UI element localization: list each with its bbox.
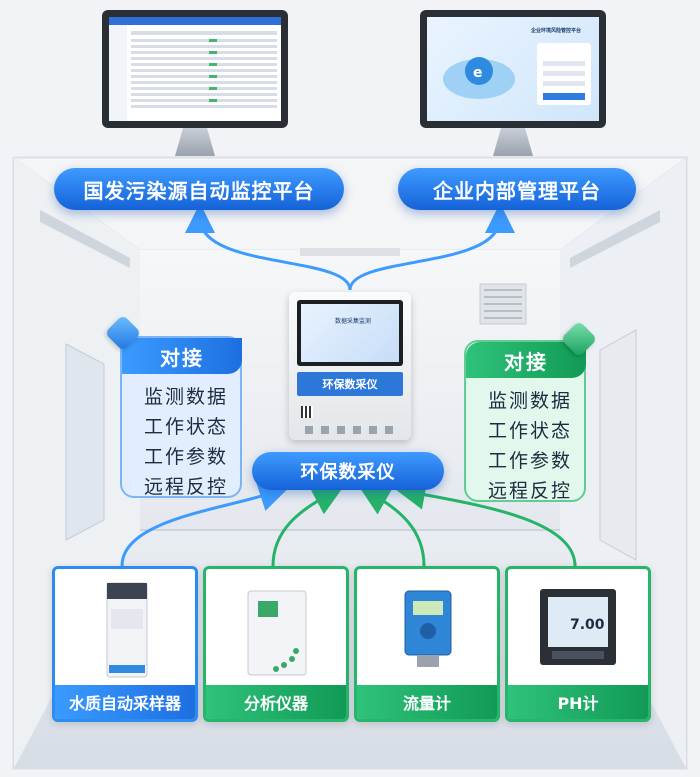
device-screen-heading: 数据采集监测 [335, 318, 372, 325]
arrow-from-analyzer [271, 486, 344, 567]
national-platform-label: 国发污染源自动监控平台 [54, 168, 344, 210]
table-screenshot [109, 17, 281, 121]
instrument-card-analyzer: 分析仪器 [203, 566, 349, 722]
left-item-work-status: 工作状态 [144, 416, 229, 438]
analyzer-icon [247, 590, 307, 676]
flowmeter-icon [404, 590, 452, 667]
instrument-card-ph: 7.00 PH计 [505, 566, 651, 722]
left-item-monitor-data: 监测数据 [144, 386, 229, 408]
instrument-label-sampler: 水质自动采样器 [55, 685, 195, 719]
device-label: 环保数采仪 [297, 372, 403, 396]
hub-label: 环保数采仪 [252, 452, 444, 490]
left-item-work-params: 工作参数 [144, 446, 229, 468]
left-panel-header: 对接 [122, 338, 242, 374]
monitor-national-stand [175, 128, 215, 156]
arrow-from-flowmeter [358, 486, 426, 567]
data-acquisition-device: 数据采集监测 环保数采仪 [289, 292, 411, 440]
svg-text:e: e [473, 65, 483, 81]
monitor-national-screen [109, 17, 281, 121]
monitor-national [102, 10, 288, 128]
instrument-card-sampler: 水质自动采样器 [52, 566, 198, 722]
instrument-label-flowmeter: 流量计 [357, 685, 497, 719]
monitor-enterprise-title: 企业环境风险管控平台 [531, 28, 582, 34]
instrument-label-ph: PH计 [508, 685, 648, 719]
ph-meter-icon [540, 589, 616, 665]
arrow-to-national [185, 203, 352, 291]
right-item-monitor-data: 监测数据 [488, 390, 573, 412]
left-item-remote-control: 远程反控 [144, 476, 229, 498]
monitor-enterprise-screen: e 企业环境风险管控平台 [427, 17, 599, 121]
right-item-work-params: 工作参数 [488, 450, 573, 472]
monitor-enterprise: e 企业环境风险管控平台 [420, 10, 606, 128]
arrow-from-ph [395, 479, 577, 567]
right-item-work-status: 工作状态 [488, 420, 573, 442]
arrow-to-enterprise [348, 203, 515, 291]
login-screenshot: e [443, 43, 591, 105]
right-panel-header: 对接 [466, 342, 586, 378]
enterprise-platform-label: 企业内部管理平台 [398, 168, 636, 210]
arrow-from-sampler [120, 482, 290, 567]
left-interface-panel: 对接 监测数据 工作状态 工作参数 远程反控 [120, 336, 242, 498]
qr-code-icon [301, 406, 313, 418]
ph-reading: 7.00 [570, 617, 605, 633]
device-screen: 数据采集监测 [297, 300, 403, 366]
instrument-card-flowmeter: 流量计 [354, 566, 500, 722]
instrument-label-analyzer: 分析仪器 [206, 685, 346, 719]
water-sampler-icon [106, 582, 148, 678]
device-ports [305, 426, 395, 434]
right-item-remote-control: 远程反控 [488, 480, 573, 502]
right-interface-panel: 对接 监测数据 工作状态 工作参数 远程反控 [464, 340, 586, 502]
